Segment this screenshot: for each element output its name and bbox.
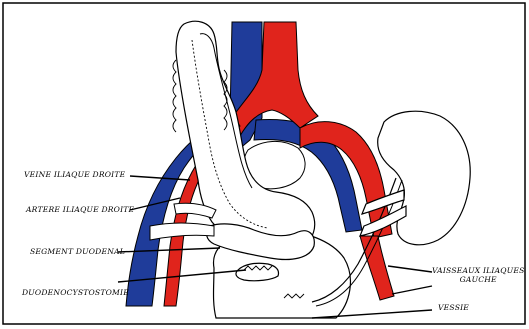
label-vaisseaux-iliaques-line1: VAISSEAUX ILIAQUES	[432, 266, 524, 275]
label-vessie: VESSIE	[438, 303, 469, 312]
label-vaisseaux-iliaques-gauche: VAISSEAUX ILIAQUES GAUCHE	[432, 266, 524, 284]
label-veine-iliaque-droite: VEINE ILIAQUE DROITE	[24, 170, 125, 179]
label-duodenocystostomie: DUODENOCYSTOSTOMIE	[22, 288, 129, 297]
label-vaisseaux-iliaques-line2: GAUCHE	[432, 275, 524, 284]
label-artere-iliaque-droite: ARTERE ILIAQUE DROITE	[26, 205, 134, 214]
label-segment-duodenal: SEGMENT DUODENAL	[30, 247, 125, 256]
